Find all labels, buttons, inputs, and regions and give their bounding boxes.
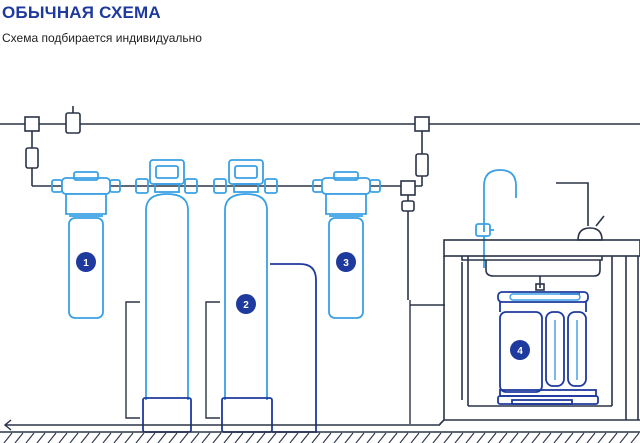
hatch-mark xyxy=(289,432,299,443)
hatch-mark xyxy=(597,432,607,443)
hatch-mark xyxy=(619,432,629,443)
hatch-mark xyxy=(201,432,211,443)
hatch-mark xyxy=(608,432,618,443)
tee-right xyxy=(414,116,430,186)
hatch-mark xyxy=(476,432,486,443)
hatch-mark xyxy=(91,432,101,443)
arrow-left-icon xyxy=(3,419,12,431)
hatch-mark xyxy=(3,432,13,443)
hatch-mark xyxy=(168,432,178,443)
badge-2: 2 xyxy=(236,294,256,314)
hatch-mark xyxy=(410,432,420,443)
filtered-water-faucet xyxy=(475,169,517,268)
hatch-mark xyxy=(575,432,585,443)
hatch-mark xyxy=(454,432,464,443)
hatch-mark xyxy=(190,432,200,443)
kitchen-faucet xyxy=(556,182,605,241)
hatch-mark xyxy=(322,432,332,443)
page-title: ОБЫЧНАЯ СХЕМА xyxy=(2,3,161,22)
tee-left xyxy=(24,106,81,186)
floor-hatch xyxy=(3,432,640,443)
hatch-mark xyxy=(69,432,79,443)
hatch-mark xyxy=(102,432,112,443)
hatch-mark xyxy=(300,432,310,443)
hatch-mark xyxy=(498,432,508,443)
hatch-mark xyxy=(531,432,541,443)
filter-1 xyxy=(51,171,121,319)
hatch-mark xyxy=(36,432,46,443)
badge-1: 1 xyxy=(76,252,96,272)
hatch-mark xyxy=(135,432,145,443)
hatch-mark xyxy=(366,432,376,443)
column-tank-2 xyxy=(213,159,317,433)
badge-4: 4 xyxy=(510,340,530,360)
hatch-mark xyxy=(421,432,431,443)
hatch-mark xyxy=(179,432,189,443)
hatch-mark xyxy=(267,432,277,443)
hatch-mark xyxy=(344,432,354,443)
sink-cabinet xyxy=(439,239,640,425)
hatch-mark xyxy=(245,432,255,443)
hatch-mark xyxy=(586,432,596,443)
cabinet-inlet-valve xyxy=(400,180,416,300)
hatch-mark xyxy=(14,432,24,443)
hatch-mark xyxy=(542,432,552,443)
hatch-mark xyxy=(47,432,57,443)
hatch-mark xyxy=(80,432,90,443)
filter-3 xyxy=(312,171,381,319)
reverse-osmosis-system xyxy=(497,291,599,405)
hatch-mark xyxy=(432,432,442,443)
hatch-mark xyxy=(520,432,530,443)
hatch-mark xyxy=(311,432,321,443)
hatch-mark xyxy=(256,432,266,443)
hatch-mark xyxy=(509,432,519,443)
svg-text:4: 4 xyxy=(517,346,523,357)
hatch-mark xyxy=(25,432,35,443)
svg-text:1: 1 xyxy=(83,258,89,269)
hatch-mark xyxy=(553,432,563,443)
hatch-mark xyxy=(157,432,167,443)
svg-text:2: 2 xyxy=(243,300,249,311)
hatch-mark xyxy=(278,432,288,443)
hatch-mark xyxy=(564,432,574,443)
hatch-mark xyxy=(443,432,453,443)
svg-text:3: 3 xyxy=(343,258,349,269)
hatch-mark xyxy=(333,432,343,443)
hatch-mark xyxy=(124,432,134,443)
hatch-mark xyxy=(630,432,640,443)
hatch-mark xyxy=(388,432,398,443)
hatch-mark xyxy=(377,432,387,443)
hatch-mark xyxy=(223,432,233,443)
hatch-mark xyxy=(58,432,68,443)
hatch-mark xyxy=(465,432,475,443)
hatch-mark xyxy=(234,432,244,443)
hatch-mark xyxy=(212,432,222,443)
hatch-mark xyxy=(113,432,123,443)
hatch-mark xyxy=(355,432,365,443)
ro-membrane-housing xyxy=(509,293,581,380)
drain-lines xyxy=(6,300,445,426)
badge-3: 3 xyxy=(336,252,356,272)
column-tank-1 xyxy=(135,159,198,433)
hatch-mark xyxy=(146,432,156,443)
hatch-mark xyxy=(487,432,497,443)
page-subtitle: Схема подбирается индивидуально xyxy=(2,31,202,45)
hatch-mark xyxy=(399,432,409,443)
